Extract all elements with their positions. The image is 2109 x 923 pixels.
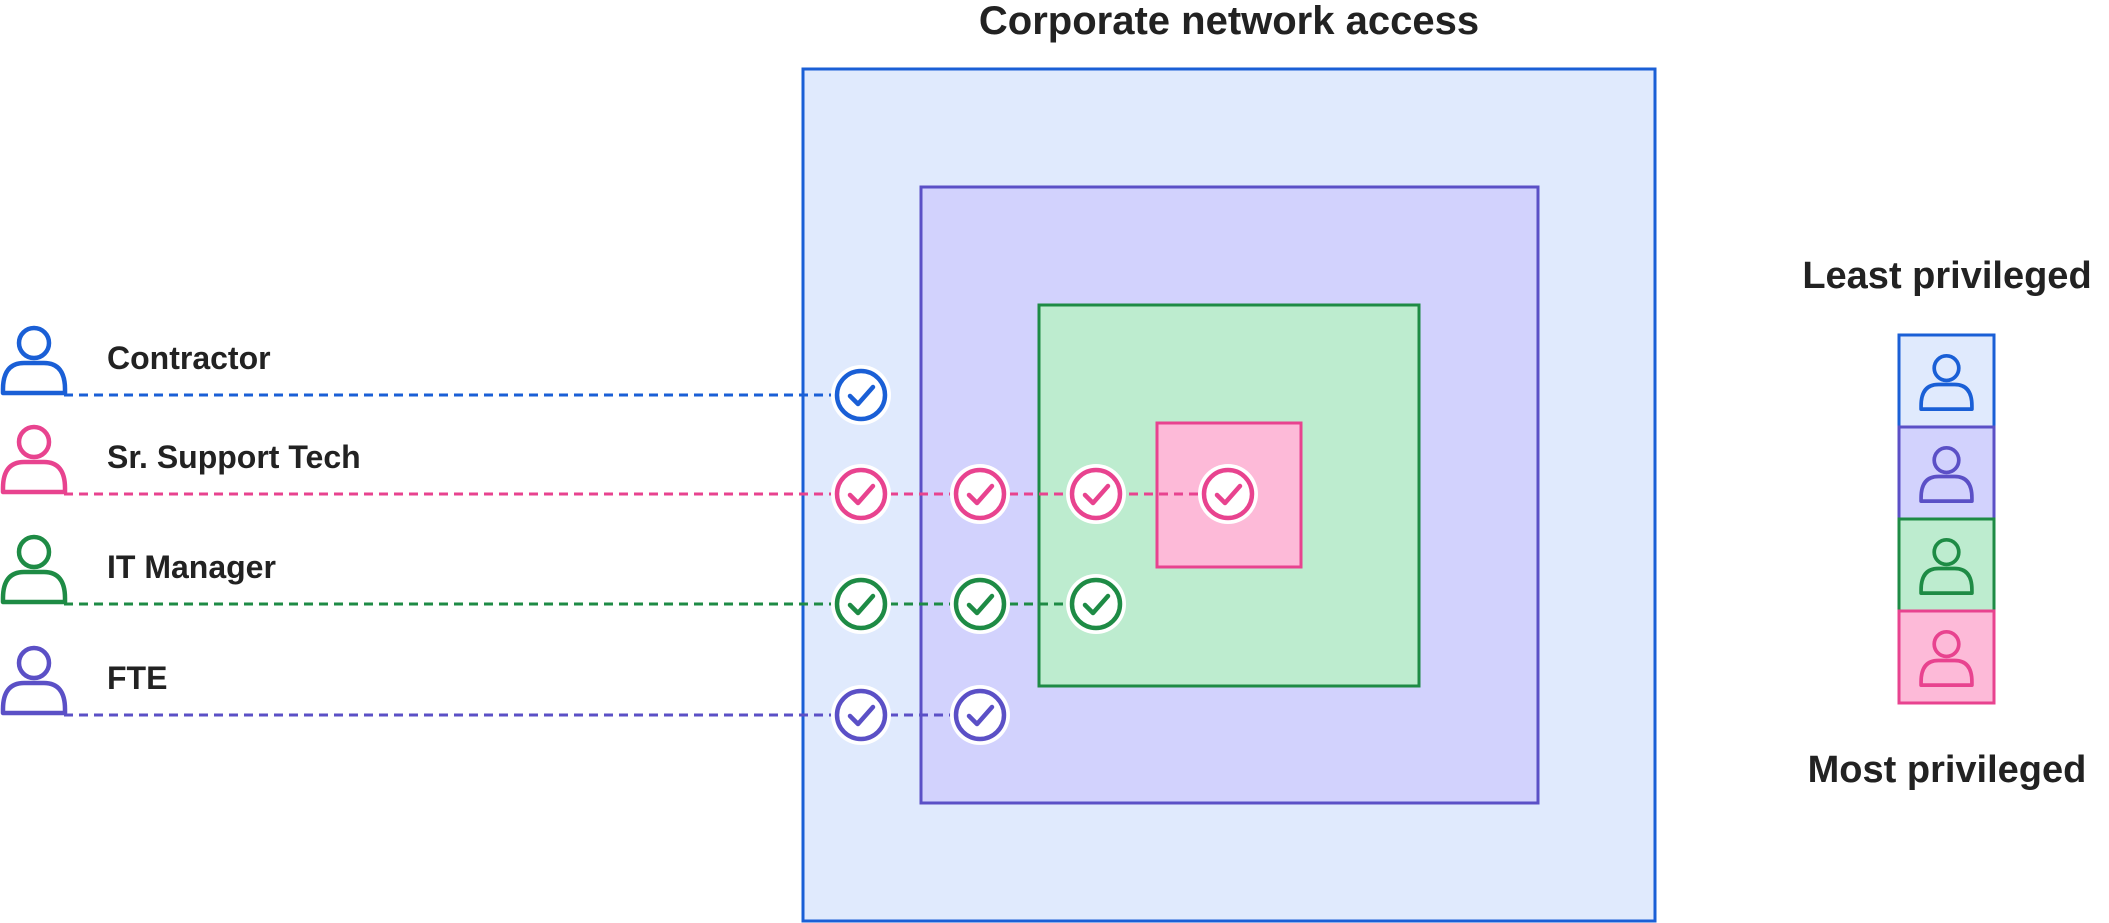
check-circle-icon xyxy=(1198,464,1258,524)
check-circle-icon xyxy=(831,685,891,745)
check-circle-icon xyxy=(950,685,1010,745)
legend-tier xyxy=(1897,333,1996,429)
privilege-legend: Least privileged Most privileged xyxy=(1802,255,2091,791)
legend-top-label: Least privileged xyxy=(1802,255,2091,297)
check-circle-icon xyxy=(950,574,1010,634)
user-row: FTE xyxy=(0,645,1010,745)
user-label: FTE xyxy=(107,660,167,696)
legend-tier xyxy=(1897,517,1996,613)
user-row: Contractor xyxy=(0,325,891,425)
user-icon xyxy=(0,534,68,605)
user-row: IT Manager xyxy=(0,534,1126,634)
user-row: Sr. Support Tech xyxy=(0,424,1258,524)
diagram-title: Corporate network access xyxy=(979,0,1479,43)
legend-tier xyxy=(1897,425,1996,521)
legend-bottom-label: Most privileged xyxy=(1808,749,2087,791)
check-circle-icon xyxy=(1066,574,1126,634)
user-icon xyxy=(1919,353,1974,411)
user-icon xyxy=(0,325,68,396)
user-label: IT Manager xyxy=(107,549,276,585)
check-circle-icon xyxy=(950,464,1010,524)
user-icon xyxy=(0,424,68,495)
user-label: Contractor xyxy=(107,340,271,376)
legend-tier xyxy=(1897,609,1996,705)
user-icon xyxy=(1919,445,1974,503)
check-circle-icon xyxy=(831,464,891,524)
user-icon xyxy=(1919,629,1974,687)
user-icon xyxy=(0,645,68,716)
user-label: Sr. Support Tech xyxy=(107,439,361,475)
check-circle-icon xyxy=(1066,464,1126,524)
user-icon xyxy=(1919,537,1974,595)
check-circle-icon xyxy=(831,574,891,634)
check-circle-icon xyxy=(831,365,891,425)
